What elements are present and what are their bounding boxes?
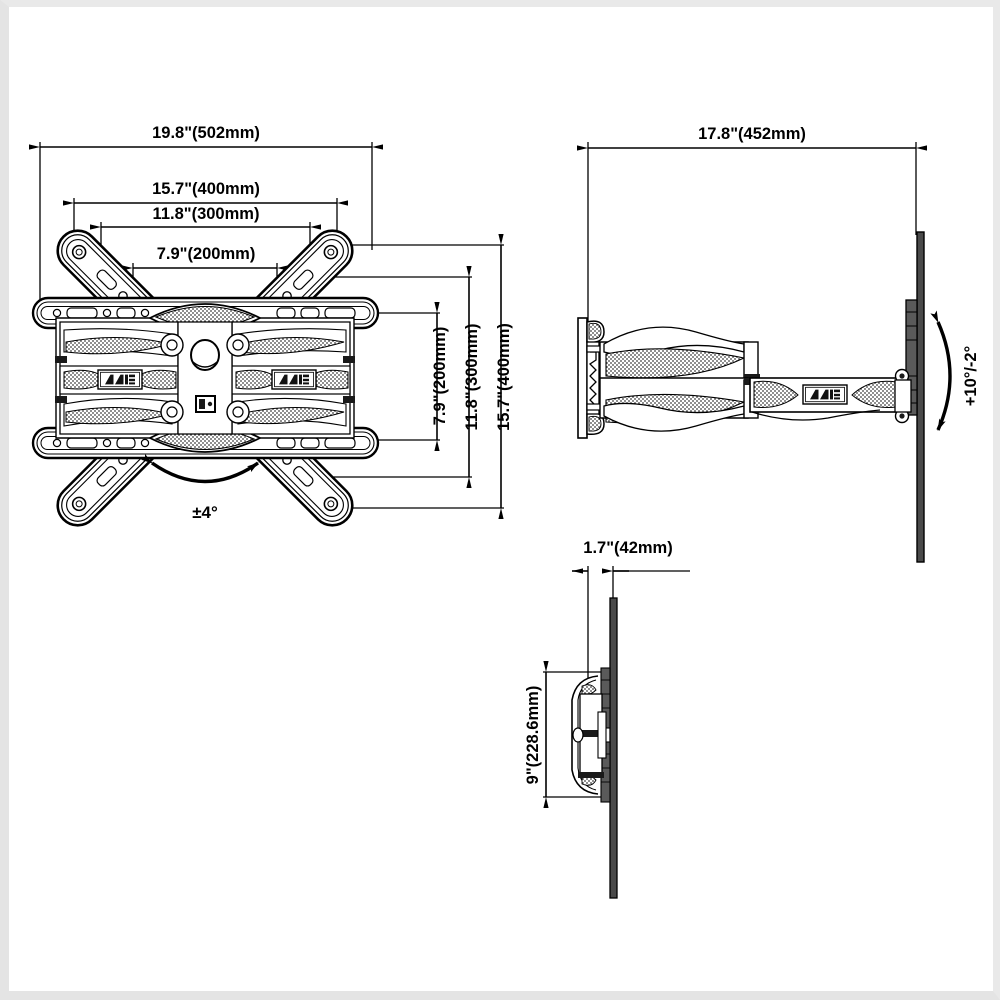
dim-label-front-width-300: 11.8"(300mm): [153, 205, 260, 223]
dim-label-front-height-200: 7.9"(200mm): [431, 327, 449, 426]
dim-side-extension: 17.8"(452mm): [577, 125, 927, 151]
dim-label-profile-depth: 1.7"(42mm): [583, 539, 672, 557]
dim-label-profile-height: 9"(228.6mm): [524, 686, 542, 785]
dim-label-front-width-400: 15.7"(400mm): [152, 180, 260, 198]
pivot-joints: [160, 333, 250, 424]
side-wall-plate: [577, 317, 605, 439]
dim-front-width-400: 15.7"(400mm): [63, 180, 348, 206]
side-arm-upper: [599, 326, 760, 381]
dim-front-height-200: 7.9"(200mm): [431, 302, 449, 451]
front-view: 19.8"(502mm) 15.7"(400mm) 11.8"(300mm) 7…: [29, 124, 513, 527]
center-hub: [177, 321, 233, 435]
dim-label-front-height-400: 15.7"(400mm): [495, 323, 513, 431]
dim-label-side-extension: 17.8"(452mm): [698, 125, 806, 143]
nb-brand-logo-icon: [97, 369, 143, 390]
side-dim-extension-lines: [587, 142, 917, 330]
dim-profile-depth: 1.7"(42mm): [572, 539, 673, 574]
dim-label-front-width-200: 7.9"(200mm): [157, 245, 256, 263]
dim-front-width-outer: 19.8"(502mm): [29, 124, 383, 150]
tilt-angle-label: +10°/-2°: [962, 346, 980, 406]
side-arm-lower: [599, 377, 760, 432]
nb-brand-logo-icon: [802, 384, 848, 405]
dim-front-height-300: 11.8"(300mm): [463, 266, 481, 488]
dim-label-front-height-300: 11.8"(300mm): [463, 324, 481, 431]
double-arrow-arc-icon: [930, 310, 952, 431]
side-extension-arm: [749, 377, 915, 421]
side-tv-plate: [894, 231, 925, 563]
profile-view: 1.7"(42mm) 9"(228.6mm): [524, 539, 690, 899]
dim-front-width-200: 7.9"(200mm): [122, 245, 288, 271]
profile-mount-body: [571, 675, 607, 795]
plate-right: [231, 321, 355, 435]
tilt-angle-indicator: +10°/-2°: [930, 310, 980, 431]
dim-label-front-width-outer: 19.8"(502mm): [152, 124, 260, 142]
dim-profile-height: 9"(228.6mm): [524, 661, 549, 808]
dim-front-width-300: 11.8"(300mm): [90, 205, 321, 230]
nb-brand-logo-icon: [271, 369, 317, 390]
plate-left: [55, 321, 179, 435]
dim-front-height-400: 15.7"(400mm): [495, 234, 513, 519]
swivel-angle-indicator: ±4°: [140, 453, 259, 522]
front-center-body: [55, 303, 355, 453]
double-arrow-arc-icon: [140, 453, 259, 484]
swivel-angle-label: ±4°: [192, 503, 218, 522]
side-view: 17.8"(452mm): [577, 125, 980, 563]
